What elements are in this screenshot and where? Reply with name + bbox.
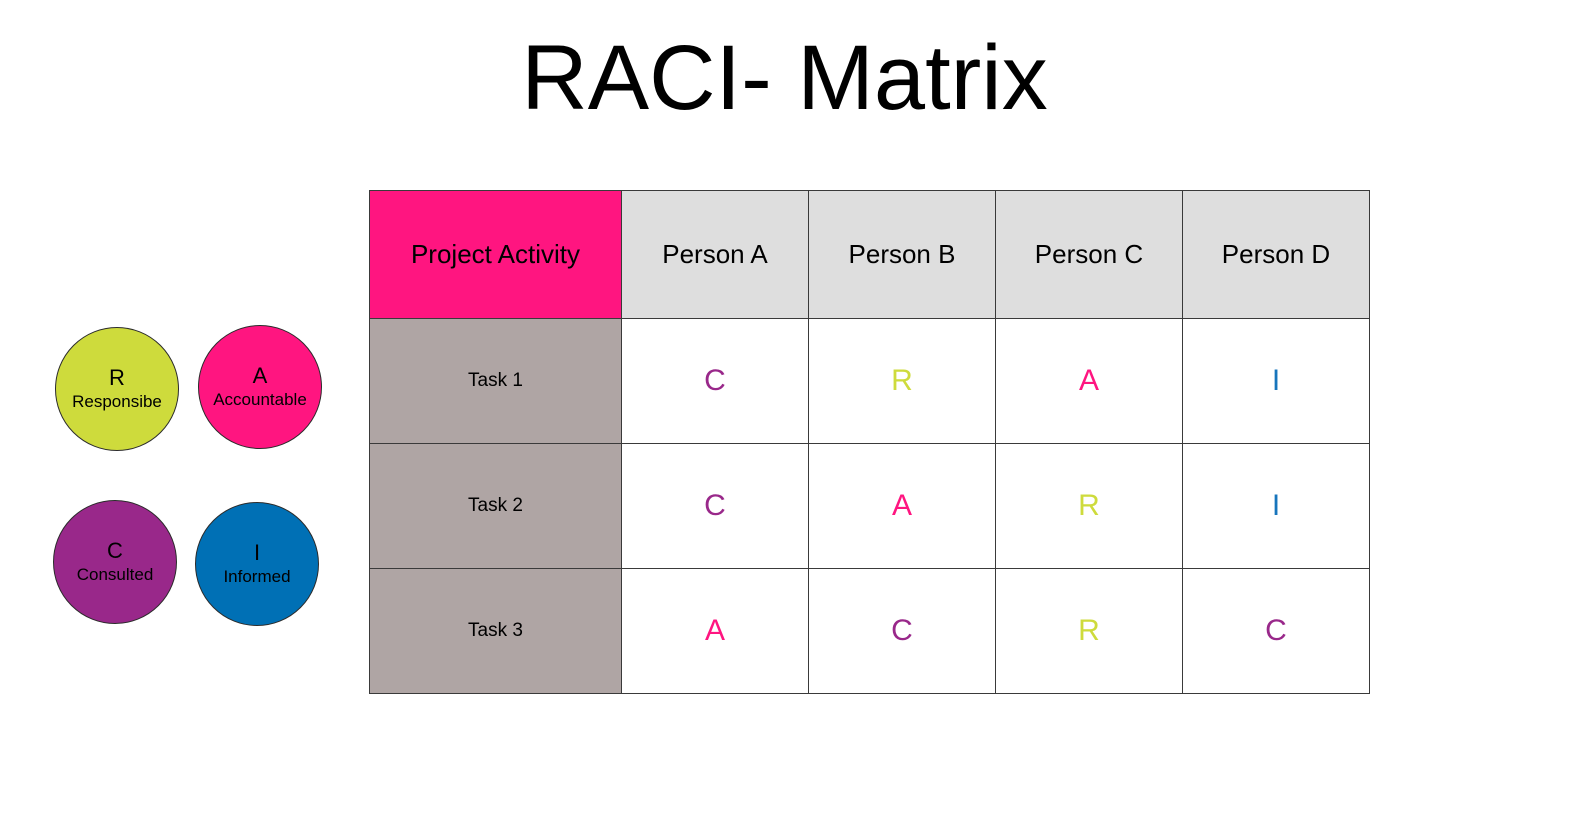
table-row: Task 1 C R A I xyxy=(369,318,1370,444)
raci-legend: R Responsibe A Accountable C Consulted I… xyxy=(53,325,343,626)
raci-value-cell: R xyxy=(995,443,1183,569)
raci-value-cell: C xyxy=(621,318,809,444)
raci-value-cell: R xyxy=(808,318,996,444)
header-person-b: Person B xyxy=(808,190,996,319)
legend-letter: R xyxy=(109,365,125,390)
legend-circle-consulted: C Consulted xyxy=(53,500,177,624)
legend-word: Accountable xyxy=(213,390,307,409)
legend-word: Responsibe xyxy=(72,392,162,411)
raci-value-cell: C xyxy=(1182,568,1370,694)
legend-circle-responsible: R Responsibe xyxy=(55,327,179,451)
task-label: Task 1 xyxy=(369,318,622,444)
task-label: Task 3 xyxy=(369,568,622,694)
raci-value-cell: I xyxy=(1182,443,1370,569)
raci-value-cell: C xyxy=(808,568,996,694)
page-title: RACI- Matrix xyxy=(521,27,1048,129)
raci-matrix-table: Project Activity Person A Person B Perso… xyxy=(369,190,1370,694)
header-person-d: Person D xyxy=(1182,190,1370,319)
raci-value-cell: A xyxy=(808,443,996,569)
legend-circle-informed: I Informed xyxy=(195,502,319,626)
legend-letter: I xyxy=(253,540,261,565)
legend-letter: C xyxy=(107,538,123,563)
legend-circle-accountable: A Accountable xyxy=(198,325,322,449)
header-person-a: Person A xyxy=(621,190,809,319)
raci-value-cell: A xyxy=(621,568,809,694)
raci-value-cell: I xyxy=(1182,318,1370,444)
table-header-row: Project Activity Person A Person B Perso… xyxy=(369,190,1370,319)
legend-word: Consulted xyxy=(76,565,154,584)
raci-value-cell: C xyxy=(621,443,809,569)
header-person-c: Person C xyxy=(995,190,1183,319)
legend-word: Informed xyxy=(223,567,291,586)
table-row: Task 3 A C R C xyxy=(369,568,1370,694)
raci-value-cell: R xyxy=(995,568,1183,694)
table-row: Task 2 C A R I xyxy=(369,443,1370,569)
task-label: Task 2 xyxy=(369,443,622,569)
header-project-activity: Project Activity xyxy=(369,190,622,319)
raci-value-cell: A xyxy=(995,318,1183,444)
legend-letter: A xyxy=(252,363,268,388)
